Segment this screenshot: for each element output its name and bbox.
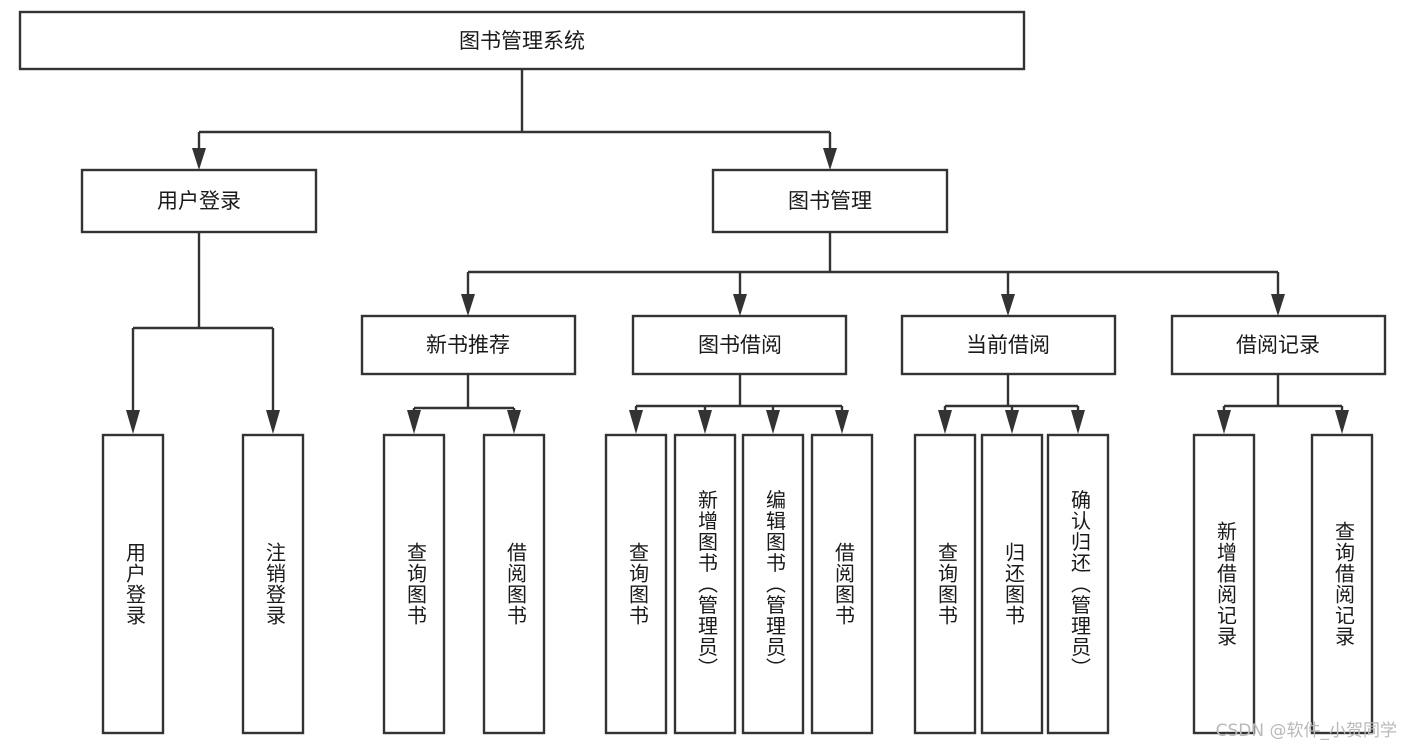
node-book-borrow[interactable]: 图书借阅: [631, 314, 848, 376]
node-leaf-return-book-label: 归还图书: [1002, 542, 1026, 626]
node-book-borrow-label: 图书借阅: [698, 333, 782, 357]
node-leaf-add-record-label: 新增借阅记录: [1214, 521, 1238, 647]
node-leaf-logout-login[interactable]: 注销登录: [241, 433, 305, 735]
arrow-leaf-borrow-book-1: [507, 410, 521, 434]
node-leaf-query-record-box[interactable]: [1310, 433, 1374, 735]
arrow-to-current-borrow: [1001, 294, 1015, 316]
node-leaf-return-book-box[interactable]: [980, 433, 1044, 735]
arrow-leaf-confirm-return: [1071, 410, 1085, 434]
arrow-leaf-add-record: [1217, 410, 1231, 434]
node-leaf-query-book-2-box[interactable]: [604, 433, 668, 735]
node-user-login-label: 用户登录: [157, 189, 241, 213]
node-leaf-query-book-3[interactable]: 查询图书: [913, 433, 977, 735]
node-leaf-user-login[interactable]: 用户登录: [101, 433, 165, 735]
node-leaf-borrow-book-2[interactable]: 借阅图书: [810, 433, 874, 735]
node-book-manage[interactable]: 图书管理: [711, 168, 949, 234]
node-leaf-query-book-1-label: 查询图书: [404, 542, 428, 626]
node-new-book-recommend-label: 新书推荐: [426, 333, 510, 357]
arrow-leaf-return-book: [1005, 410, 1019, 434]
node-book-borrow-box[interactable]: [631, 314, 848, 376]
node-borrow-record[interactable]: 借阅记录: [1170, 314, 1387, 376]
node-leaf-borrow-book-1-label: 借阅图书: [504, 542, 528, 626]
arrow-leaf-user-login: [126, 410, 140, 434]
node-leaf-add-record[interactable]: 新增借阅记录: [1192, 433, 1256, 735]
node-leaf-logout-login-label: 注销登录: [263, 542, 287, 626]
arrow-leaf-logout-login: [266, 410, 280, 434]
node-leaf-confirm-return-label: 确认归还（管理员）: [1068, 489, 1092, 678]
arrow-leaf-query-book-2: [629, 410, 643, 434]
node-book-manage-label: 图书管理: [788, 189, 872, 213]
node-leaf-query-record[interactable]: 查询借阅记录: [1310, 433, 1374, 735]
connector-layer: [126, 69, 1349, 434]
node-leaf-add-book[interactable]: 新增图书（管理员）: [673, 433, 737, 735]
node-leaf-add-book-label: 新增图书（管理员）: [695, 489, 719, 678]
node-leaf-edit-book-box[interactable]: [741, 433, 805, 735]
arrow-to-new-book: [461, 294, 475, 316]
arrow-leaf-query-record: [1335, 410, 1349, 434]
arrow-leaf-edit-book: [766, 410, 780, 434]
node-leaf-query-book-1-box[interactable]: [382, 433, 446, 735]
arrow-leaf-query-book-3: [938, 410, 952, 434]
arrow-leaf-add-book: [698, 410, 712, 434]
node-leaf-confirm-return-box[interactable]: [1046, 433, 1110, 735]
node-current-borrow-label: 当前借阅: [966, 333, 1050, 357]
arrow-leaf-borrow-book-2: [835, 410, 849, 434]
node-leaf-query-book-3-box[interactable]: [913, 433, 977, 735]
node-root-label: 图书管理系统: [459, 29, 585, 53]
node-leaf-borrow-book-2-box[interactable]: [810, 433, 874, 735]
node-leaf-borrow-book-2-label: 借阅图书: [832, 542, 856, 626]
node-new-book-recommend[interactable]: 新书推荐: [360, 314, 577, 376]
node-borrow-record-label: 借阅记录: [1236, 333, 1320, 357]
node-leaf-user-login-box[interactable]: [101, 433, 165, 735]
node-leaf-query-book-2[interactable]: 查询图书: [604, 433, 668, 735]
node-root-box[interactable]: [18, 10, 1026, 71]
node-leaf-edit-book[interactable]: 编辑图书（管理员）: [741, 433, 805, 735]
node-new-book-recommend-box[interactable]: [360, 314, 577, 376]
arrow-to-user-login: [192, 148, 206, 170]
node-current-borrow-box[interactable]: [900, 314, 1117, 376]
node-book-manage-box[interactable]: [711, 168, 949, 234]
node-leaf-add-book-box[interactable]: [673, 433, 737, 735]
node-leaf-query-book-2-label: 查询图书: [626, 542, 650, 626]
node-leaf-add-record-box[interactable]: [1192, 433, 1256, 735]
node-root[interactable]: 图书管理系统: [18, 10, 1026, 71]
node-user-login[interactable]: 用户登录: [80, 168, 318, 234]
node-leaf-confirm-return[interactable]: 确认归还（管理员）: [1046, 433, 1110, 735]
node-borrow-record-box[interactable]: [1170, 314, 1387, 376]
arrow-to-borrow-record: [1271, 294, 1285, 316]
node-leaf-query-book-3-label: 查询图书: [935, 542, 959, 626]
node-leaf-query-book-1[interactable]: 查询图书: [382, 433, 446, 735]
node-user-login-box[interactable]: [80, 168, 318, 234]
node-leaf-query-record-label: 查询借阅记录: [1332, 521, 1356, 647]
node-leaf-borrow-book-1[interactable]: 借阅图书: [482, 433, 546, 735]
node-leaf-user-login-label: 用户登录: [123, 542, 147, 626]
arrow-leaf-query-book-1: [407, 410, 421, 434]
node-leaf-return-book[interactable]: 归还图书: [980, 433, 1044, 735]
node-leaf-logout-login-box[interactable]: [241, 433, 305, 735]
node-leaf-edit-book-label: 编辑图书（管理员）: [763, 489, 787, 678]
arrow-to-book-manage: [823, 148, 837, 170]
arrow-to-book-borrow: [733, 294, 747, 316]
node-current-borrow[interactable]: 当前借阅: [900, 314, 1117, 376]
node-leaf-borrow-book-1-box[interactable]: [482, 433, 546, 735]
